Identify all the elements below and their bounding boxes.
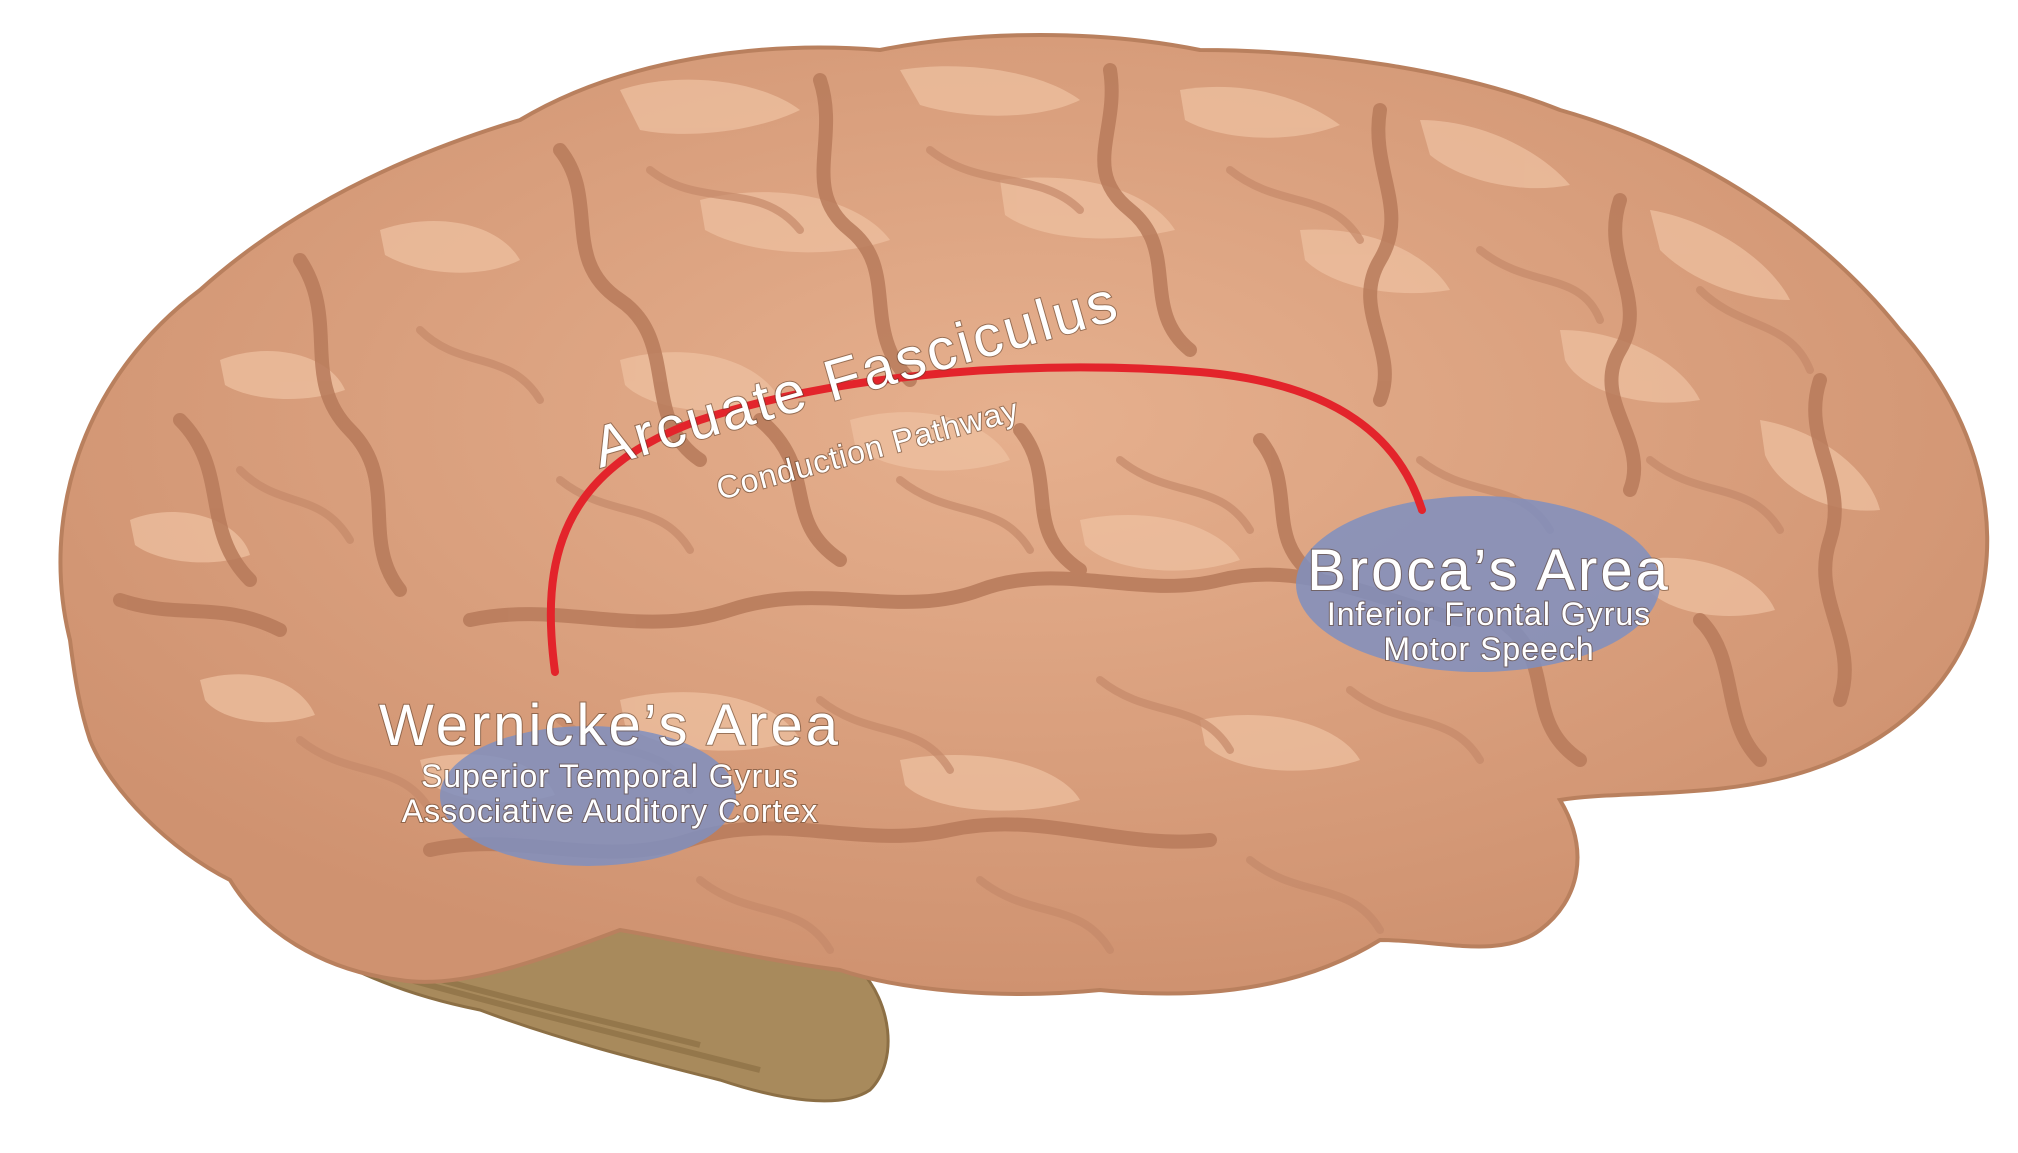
- wernicke-line-2: Associative Auditory Cortex: [402, 793, 819, 829]
- wernicke-line-1: Superior Temporal Gyrus: [421, 758, 799, 794]
- broca-line-2: Motor Speech: [1383, 631, 1594, 667]
- wernicke-title: Wernicke’s Area: [379, 693, 841, 758]
- cerebral-cortex: [60, 35, 1987, 994]
- broca-line-1: Inferior Frontal Gyrus: [1327, 596, 1651, 632]
- broca-title: Broca’s Area: [1307, 538, 1671, 603]
